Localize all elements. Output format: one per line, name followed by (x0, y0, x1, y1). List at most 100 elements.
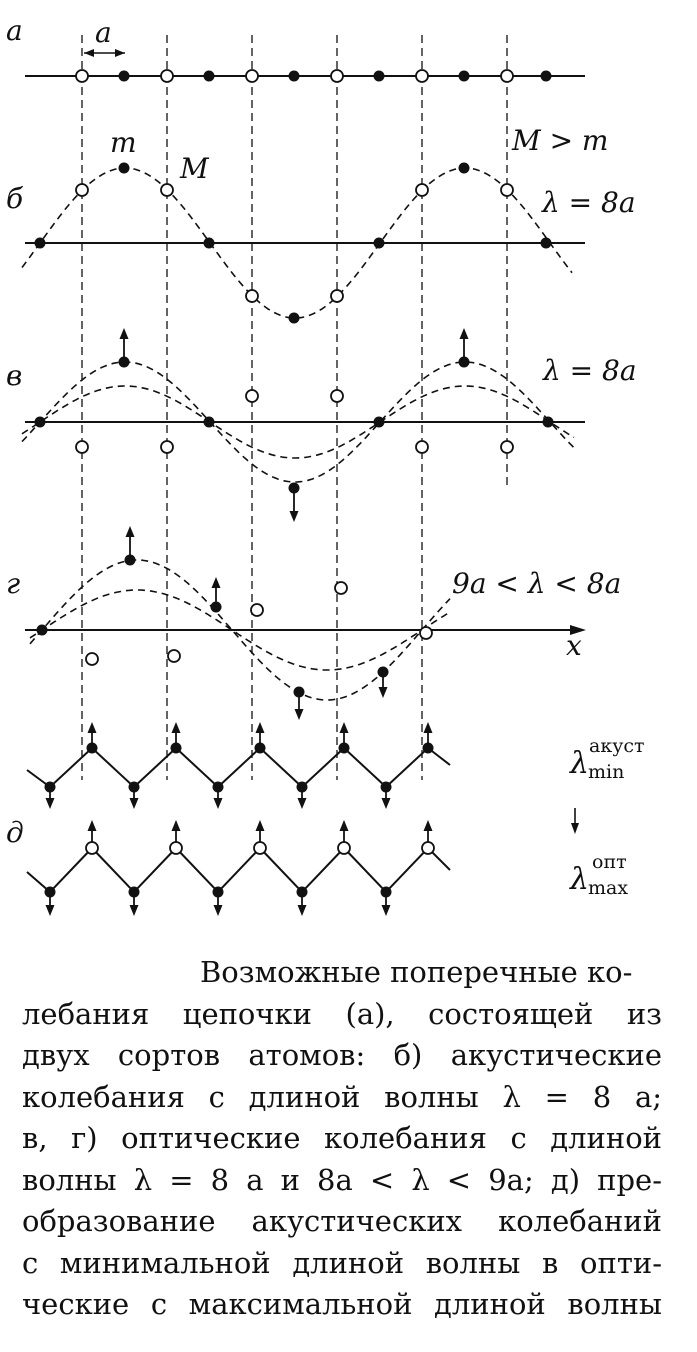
displacement-arrowhead (129, 798, 139, 809)
open-atom-v (330, 389, 344, 403)
lambda-max-symbol: λ (569, 862, 589, 897)
displacement-arrowhead (119, 328, 129, 339)
filled-atom-b (373, 237, 385, 249)
filled-atom-d-acoustic (170, 742, 182, 754)
filled-atom-v (203, 416, 215, 428)
caption-line-4: колебания с длиной волны λ = 8 a; (22, 1079, 662, 1114)
displacement-arrowhead (459, 328, 469, 339)
spacing-arrowhead-right (115, 49, 125, 57)
lambda-min-symbol: λ (569, 746, 589, 781)
filled-atom-a (203, 70, 215, 82)
lambda-label-b: λ = 8a (541, 186, 636, 219)
filled-atom-d-optical (296, 886, 308, 898)
zigzag-acoustic (26, 746, 451, 789)
wave-v-light (21, 385, 575, 459)
filled-atom-a (540, 70, 552, 82)
filled-atom-v (118, 356, 130, 368)
filled-atom-v (373, 416, 385, 428)
spacing-label: a (95, 16, 112, 49)
open-atom-a (415, 69, 429, 83)
panel-label-g: г (6, 567, 20, 600)
lambda-max-sub: max (588, 877, 628, 899)
x-axis-label: x (566, 629, 582, 662)
open-atom-d-optical (253, 841, 267, 855)
filled-atom-d-acoustic (422, 742, 434, 754)
caption-line-9: ческие с максимальной длиной волны (22, 1287, 662, 1321)
filled-atom-d-acoustic (44, 781, 56, 793)
open-atom-d-optical (421, 841, 435, 855)
caption-line-8: с минимальной длиной волны в опти- (22, 1245, 662, 1280)
displacement-arrowhead (45, 905, 55, 916)
chain-vibrations-diagram: а б в г д a m M M > m λ = 8a λ = 8a 9a <… (6, 14, 645, 916)
open-atom-a (500, 69, 514, 83)
filled-atom-d-optical (44, 886, 56, 898)
transform-arrowhead (571, 823, 579, 834)
filled-atom-g (293, 686, 305, 698)
displacement-arrowhead (211, 577, 221, 588)
caption-line-5: в, г) оптические колебания с длиной (22, 1121, 662, 1155)
displacement-arrowhead (129, 905, 139, 916)
wave-v-heavy (21, 361, 575, 483)
filled-atom-d-optical (212, 886, 224, 898)
displacement-arrowhead (339, 722, 349, 733)
displacement-arrowhead (294, 709, 304, 720)
spacing-arrowhead-left (84, 49, 94, 57)
zigzag-optical (26, 846, 451, 894)
axis-lines (25, 75, 586, 635)
open-atom-v (75, 440, 89, 454)
panel-label-a: а (6, 14, 23, 47)
displacement-arrowhead (381, 905, 391, 916)
filled-atom-v (542, 416, 554, 428)
open-atom-a (160, 69, 174, 83)
filled-atom-b (540, 237, 552, 249)
open-atom-a (75, 69, 89, 83)
displacement-arrowhead (213, 905, 223, 916)
displacement-arrows (45, 328, 469, 916)
filled-atom-a (373, 70, 385, 82)
displacement-arrowhead (378, 687, 388, 698)
caption-line-3: двух сортов атомов: б) акустические (22, 1038, 662, 1072)
caption-line-1: Возможные поперечные ко- (200, 955, 633, 989)
open-atom-d-optical (337, 841, 351, 855)
x-axis-arrowhead (570, 625, 586, 635)
filled-atom-v (458, 356, 470, 368)
vertical-guide-lines (81, 35, 508, 780)
mass-relation: M > m (511, 124, 608, 157)
open-atom-a (330, 69, 344, 83)
filled-atom-g (377, 666, 389, 678)
wave-g-heavy (29, 559, 451, 701)
filled-atom-b (34, 237, 46, 249)
caption-line-7: образование акустических колебаний (22, 1204, 662, 1238)
filled-atom-b (458, 162, 470, 174)
open-atom-b (160, 183, 174, 197)
wave-b (21, 167, 573, 319)
filled-atom-v (34, 416, 46, 428)
filled-atom-d-acoustic (254, 742, 266, 754)
lambda-label-g: 9a < λ < 8a (452, 567, 621, 600)
filled-atom-b (118, 162, 130, 174)
open-atom-g (419, 626, 433, 640)
lambda-min-sup: акуст (589, 735, 645, 757)
filled-atom-v (288, 482, 300, 494)
panel-label-b: б (6, 182, 24, 215)
displacement-arrowhead (255, 722, 265, 733)
lambda-label-v: λ = 8a (542, 354, 637, 387)
filled-atom-a (118, 70, 130, 82)
open-atom-g (85, 652, 99, 666)
displacement-arrowhead (45, 798, 55, 809)
filled-atom-g (210, 601, 222, 613)
filled-atom-b (203, 237, 215, 249)
open-atom-v (500, 440, 514, 454)
open-atom-g (250, 603, 264, 617)
open-atom-d-optical (169, 841, 183, 855)
open-atom-b (500, 183, 514, 197)
displacement-arrowhead (171, 722, 181, 733)
filled-atom-d-optical (128, 886, 140, 898)
displacement-arrowhead (87, 722, 97, 733)
open-atom-v (160, 440, 174, 454)
displacement-arrowhead (297, 905, 307, 916)
displacement-arrowhead (289, 511, 299, 522)
displacement-arrowhead (423, 820, 433, 831)
open-atom-b (75, 183, 89, 197)
filled-atom-d-acoustic (86, 742, 98, 754)
